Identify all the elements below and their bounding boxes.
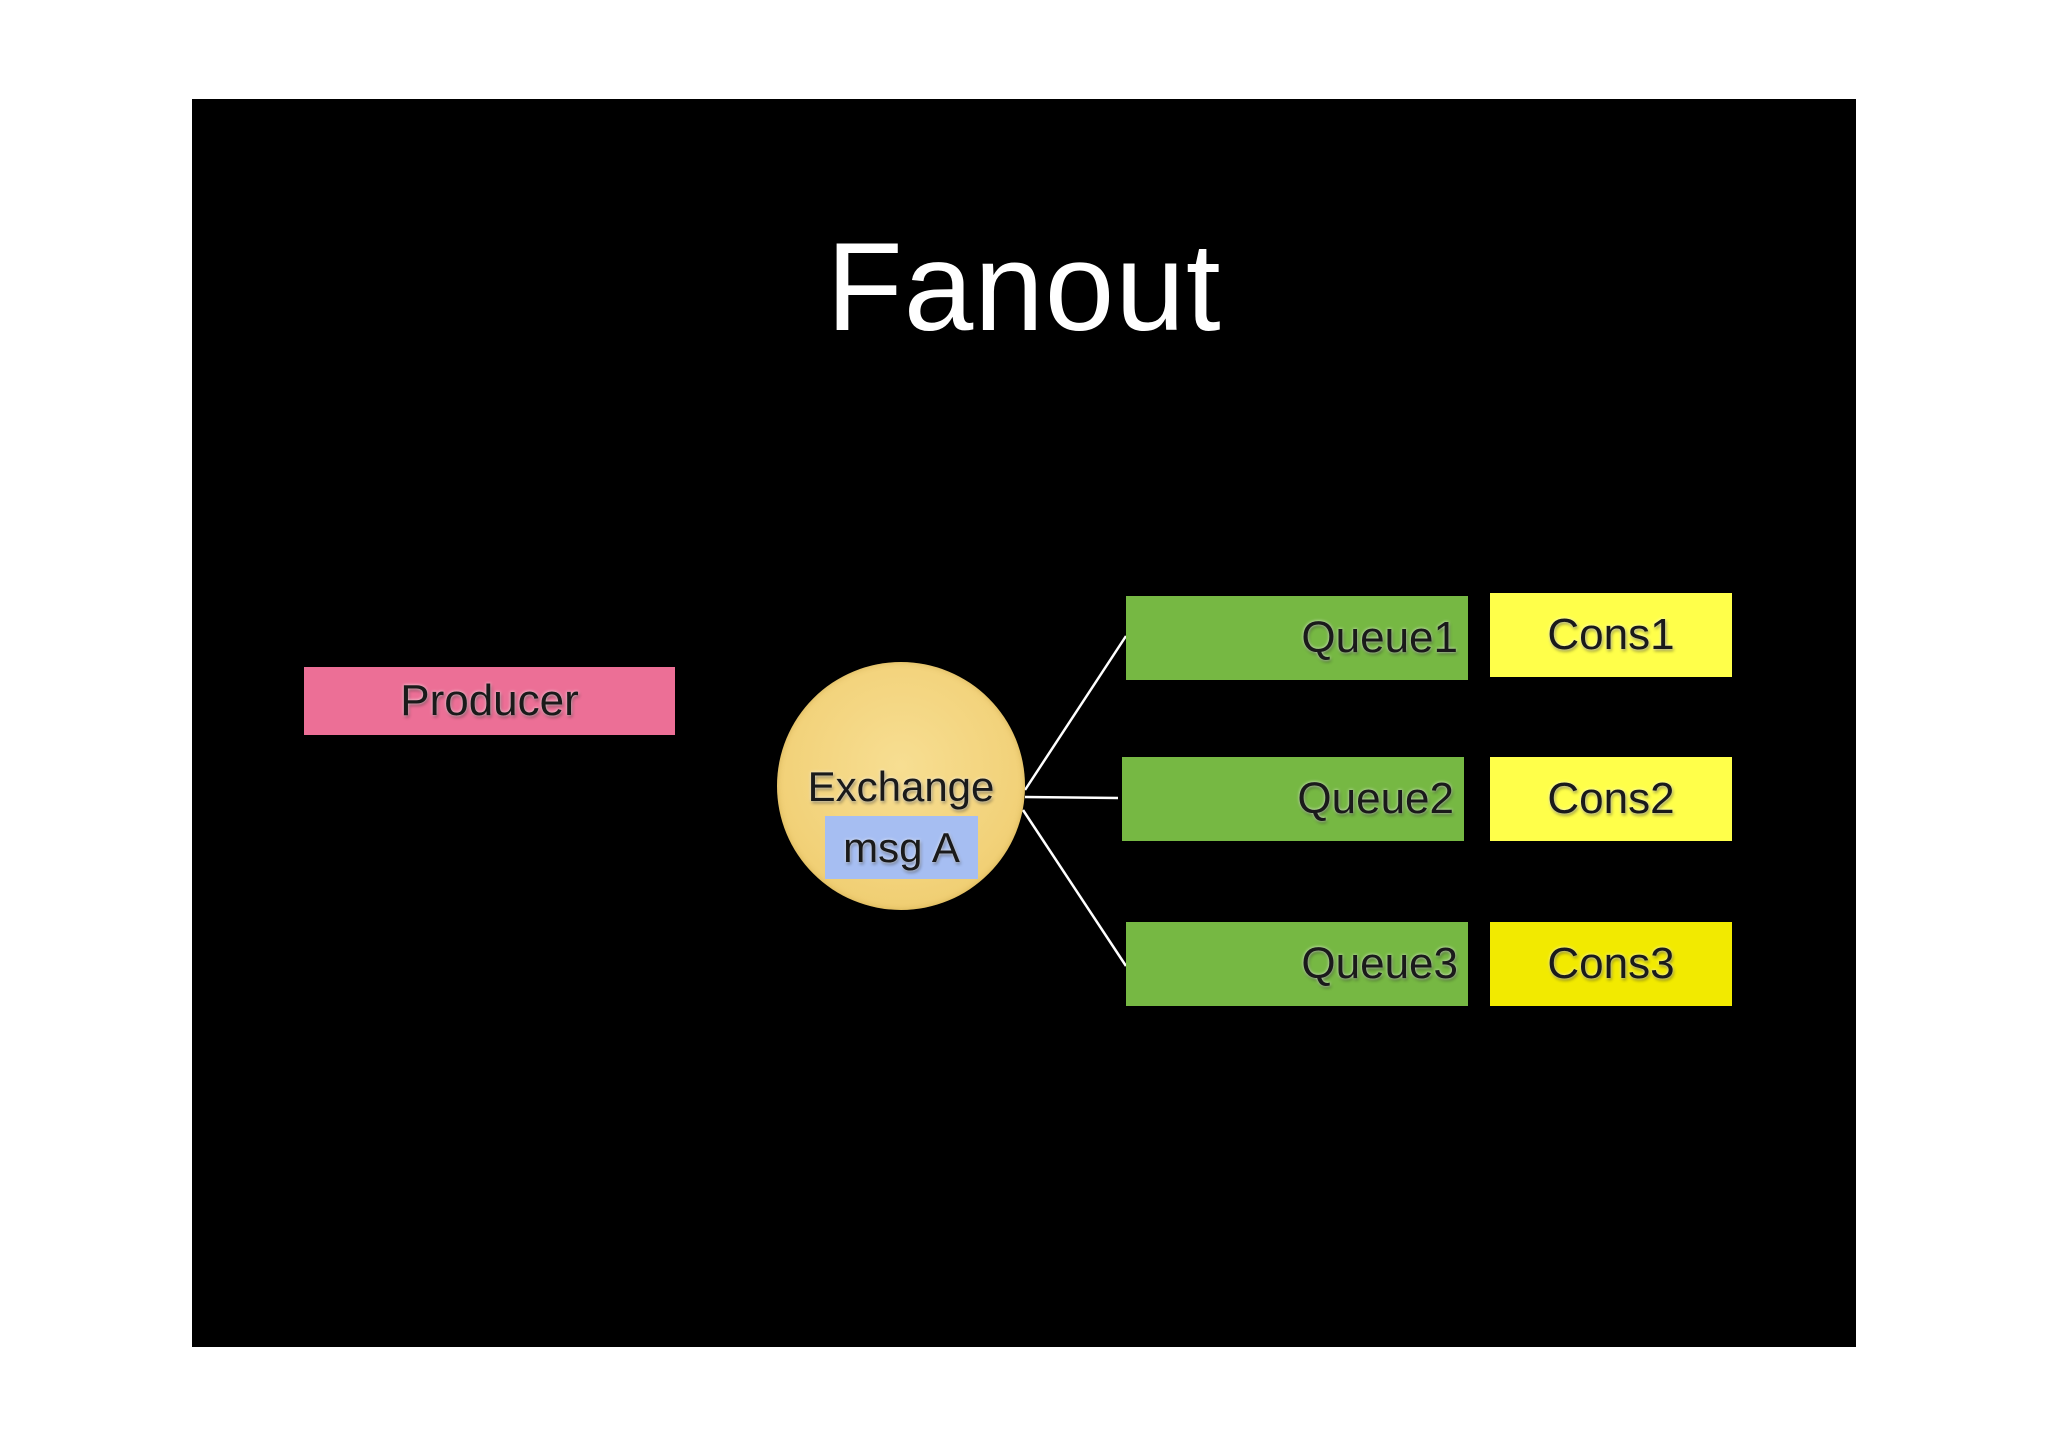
queue-box-1: Queue1 [1126,596,1468,680]
connector-lines [1021,635,1128,967]
slide: Fanout Producer Exchange msg A Queue1 Qu… [192,99,1856,1347]
queue-box-3: Queue3 [1126,922,1468,1006]
message-box: msg A [825,816,978,879]
consumer-box-1: Cons1 [1490,593,1732,677]
queue-label: Queue1 [1301,613,1458,662]
producer-box: Producer [304,667,675,735]
consumer-label: Cons2 [1547,774,1675,823]
queue-label: Queue2 [1297,774,1454,823]
exchange-node: Exchange msg A [777,662,1025,910]
queue-label: Queue3 [1301,939,1458,988]
consumer-label: Cons3 [1547,939,1675,988]
connector-exchange-queue3 [1021,809,1128,967]
consumer-box-2: Cons2 [1490,757,1732,841]
exchange-label: Exchange [807,763,995,810]
connector-exchange-queue2 [1024,795,1119,800]
consumer-label: Cons1 [1547,610,1675,659]
consumer-box-3: Cons3 [1490,922,1732,1006]
producer-label: Producer [400,676,579,725]
connector-exchange-queue1 [1023,635,1128,791]
slide-title: Fanout [826,218,1222,357]
queue-box-2: Queue2 [1122,757,1464,841]
